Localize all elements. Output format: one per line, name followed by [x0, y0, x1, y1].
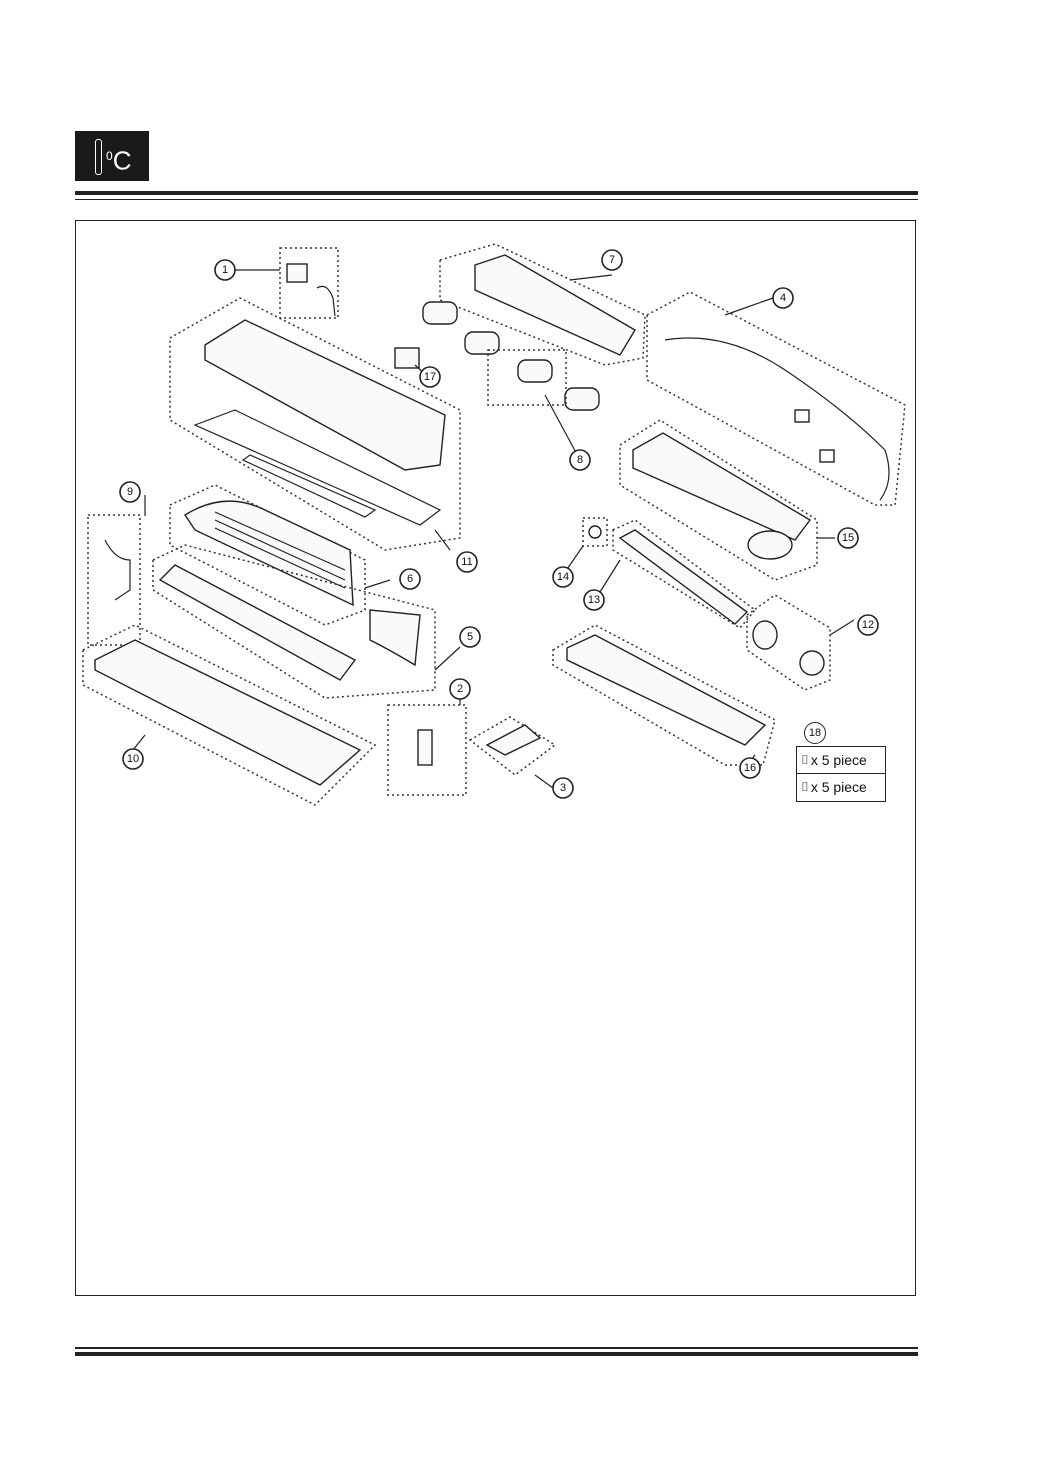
- svg-text:7: 7: [609, 254, 615, 266]
- thermometer-icon: [95, 139, 102, 175]
- callout-7: 7: [601, 249, 623, 271]
- celsius-logo: 0C: [75, 131, 149, 181]
- drain-pan-part: [566, 634, 767, 746]
- group-12-outline: [746, 594, 831, 691]
- screw-row-1: ⌷ x 5 piece: [801, 752, 867, 768]
- screw-count-box: ⌷ x 5 piece ⌷ x 5 piece: [796, 746, 886, 802]
- group-6-outline: [169, 484, 366, 626]
- logo-unit: 0C: [106, 145, 132, 176]
- screw-icon: ⌷: [801, 779, 809, 794]
- bearing-housing-part: [632, 432, 812, 541]
- control-box-part: [417, 729, 433, 766]
- callout-8: 8: [569, 449, 591, 471]
- svg-text:16: 16: [744, 762, 756, 774]
- callout-14: 14: [552, 566, 574, 588]
- group-7-outline: [439, 243, 646, 366]
- callout-12: 12: [857, 614, 879, 636]
- svg-text:9: 9: [127, 486, 133, 498]
- callout-16: 16: [739, 757, 761, 779]
- callout-2: 2: [449, 678, 471, 700]
- cover-17-part: [394, 347, 420, 369]
- svg-text:3: 3: [560, 782, 566, 794]
- svg-text:1: 1: [222, 264, 228, 276]
- evaporator-part: [158, 564, 357, 681]
- louver-a: [422, 301, 458, 325]
- callout-10: 10: [122, 748, 144, 770]
- svg-text:4: 4: [780, 292, 786, 304]
- callout-4: 4: [772, 287, 794, 309]
- louver-frame-part: [474, 254, 636, 356]
- svg-text:10: 10: [127, 753, 139, 765]
- svg-text:6: 6: [407, 573, 413, 585]
- group-1-outline: [279, 247, 339, 319]
- group-16-outline: [552, 624, 776, 766]
- callout-6: 6: [399, 568, 421, 590]
- callout-13: 13: [583, 589, 605, 611]
- svg-text:2: 2: [457, 683, 463, 695]
- group-5-outline: [152, 544, 436, 699]
- svg-text:13: 13: [588, 594, 600, 606]
- svg-text:12: 12: [862, 619, 874, 631]
- svg-text:15: 15: [842, 532, 854, 544]
- screw-row-2: ⌷ x 5 piece: [797, 773, 885, 800]
- screw-icon: ⌷: [801, 752, 809, 767]
- group-11-outline: [169, 297, 461, 551]
- chassis-part: [94, 639, 362, 786]
- cross-flow-fan-part: [618, 529, 749, 625]
- diagram-frame: [75, 220, 916, 1296]
- step-motor-part: [485, 724, 542, 756]
- callout-11: 11: [456, 551, 478, 573]
- front-panel-part: [204, 319, 446, 471]
- callout-17: 17: [419, 366, 441, 388]
- svg-text:11: 11: [461, 556, 472, 568]
- group-3-outline: [468, 716, 557, 776]
- callout-5: 5: [459, 626, 481, 648]
- svg-text:14: 14: [557, 571, 569, 583]
- exploded-parts-diagram: 1 2 3 4 5 6 7 8 9 10 11 12 13 14 15 16 1…: [82, 243, 906, 806]
- callout-1: 1: [214, 259, 236, 281]
- motor-part: [752, 620, 778, 650]
- svg-text:8: 8: [577, 454, 583, 466]
- header-rule-thin: [75, 199, 918, 200]
- svg-text:17: 17: [424, 371, 436, 383]
- svg-text:5: 5: [467, 631, 473, 643]
- group-14-outline: [582, 517, 608, 547]
- group-2-outline: [387, 704, 467, 796]
- callout-18: 18: [804, 722, 826, 744]
- callout-3: 3: [552, 777, 574, 799]
- sensor-part: [286, 263, 308, 283]
- footer-rule: [75, 1352, 918, 1356]
- group-13-outline: [612, 519, 757, 629]
- footer-rule-thin: [75, 1347, 918, 1349]
- callout-15: 15: [837, 527, 859, 549]
- callout-9: 9: [119, 481, 141, 503]
- bearing-part: [588, 525, 602, 539]
- wire-harness-part: [664, 337, 890, 501]
- header-rule: [75, 191, 918, 195]
- group-8-outline: [487, 349, 567, 406]
- group-9-outline: [87, 514, 141, 646]
